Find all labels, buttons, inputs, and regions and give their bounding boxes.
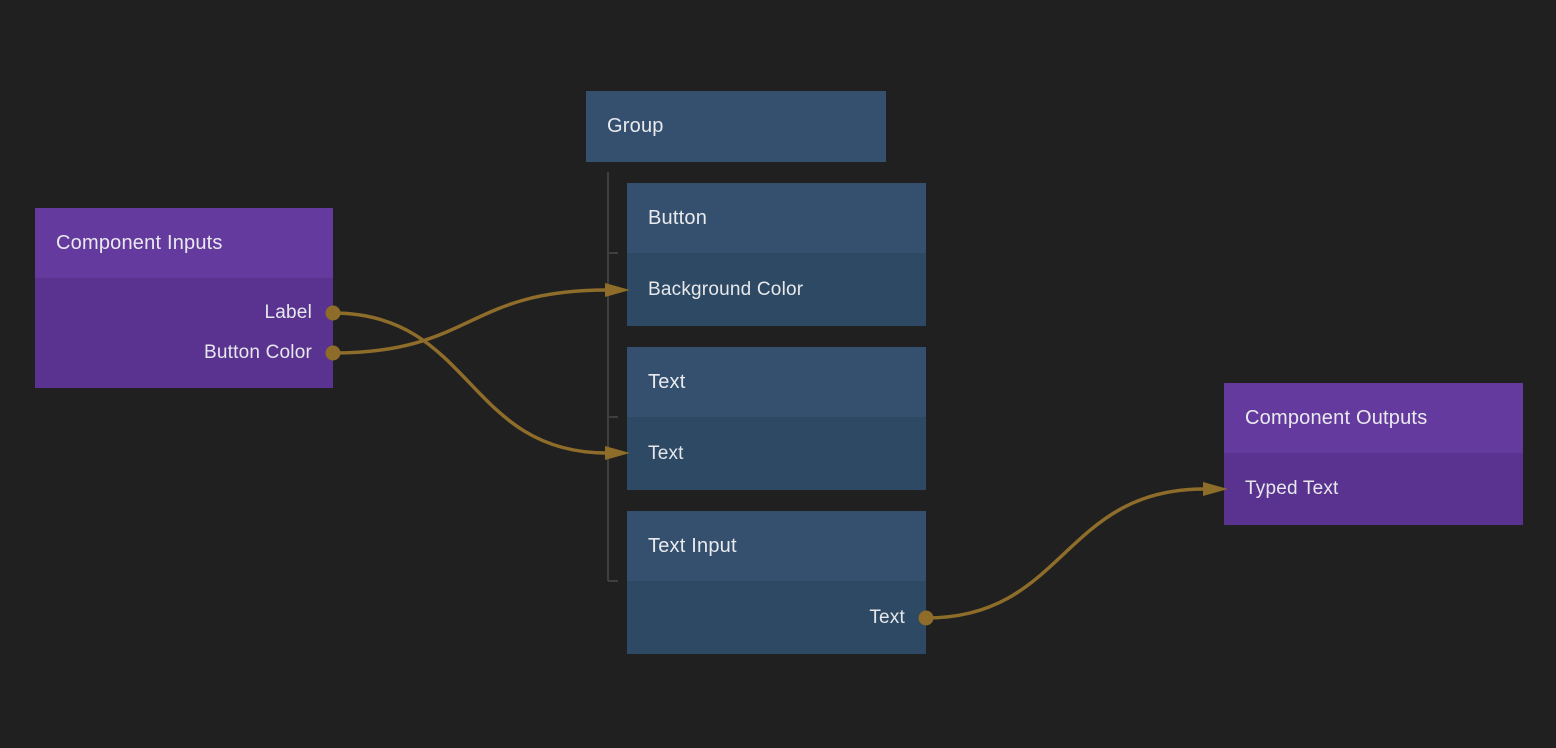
node-text-title: Text — [648, 370, 686, 393]
port-label-text: Text — [869, 606, 905, 628]
port-label-text: Text — [648, 442, 684, 464]
node-component-inputs-body: Label Button Color — [35, 278, 333, 388]
port-text-input[interactable]: Text — [627, 434, 926, 474]
node-component-outputs-body: Typed Text — [1224, 453, 1523, 525]
connection-label-to-text[interactable] — [325, 305, 631, 461]
node-button-body: Background Color — [627, 253, 926, 326]
node-group-title: Group — [607, 115, 664, 137]
node-component-outputs-header[interactable]: Component Outputs — [1224, 383, 1523, 453]
node-group[interactable]: Group — [586, 91, 886, 162]
node-component-outputs-title: Component Outputs — [1245, 406, 1428, 429]
connection-button-color-to-background-color[interactable] — [325, 283, 631, 361]
node-text-input[interactable]: Text Input Text — [627, 511, 926, 654]
node-text-input-title: Text Input — [648, 534, 737, 557]
node-text-input-body: Text — [627, 581, 926, 654]
port-label-text: Label — [264, 302, 312, 323]
node-text-body: Text — [627, 417, 926, 490]
node-button-header[interactable]: Button — [627, 183, 926, 253]
node-text-input-header[interactable]: Text Input — [627, 511, 926, 581]
node-component-inputs-header[interactable]: Component Inputs — [35, 208, 333, 278]
port-text-output[interactable]: Text — [627, 598, 926, 638]
node-text[interactable]: Text Text — [627, 347, 926, 490]
node-text-header[interactable]: Text — [627, 347, 926, 417]
port-label-text: Background Color — [648, 278, 804, 300]
port-typed-text-input[interactable]: Typed Text — [1224, 469, 1523, 509]
connection-text-to-typed-text[interactable] — [918, 482, 1229, 626]
connection-wire[interactable] — [332, 311, 608, 455]
group-tree-line — [607, 172, 618, 582]
node-group-header[interactable]: Group — [586, 91, 886, 162]
port-background-color-input[interactable]: Background Color — [627, 270, 926, 310]
port-label-output[interactable]: Label — [35, 293, 333, 333]
node-component-inputs[interactable]: Component Inputs Label Button Color — [35, 208, 333, 388]
node-button-title: Button — [648, 206, 708, 229]
port-label-text: Typed Text — [1245, 478, 1339, 499]
node-component-outputs[interactable]: Component Outputs Typed Text — [1224, 383, 1523, 525]
connection-wire[interactable] — [332, 288, 608, 355]
connection-wire[interactable] — [925, 487, 1205, 620]
node-button[interactable]: Button Background Color — [627, 183, 926, 326]
node-component-inputs-title: Component Inputs — [56, 231, 223, 254]
port-label-text: Button Color — [203, 342, 312, 363]
port-button-color-output[interactable]: Button Color — [35, 333, 333, 373]
